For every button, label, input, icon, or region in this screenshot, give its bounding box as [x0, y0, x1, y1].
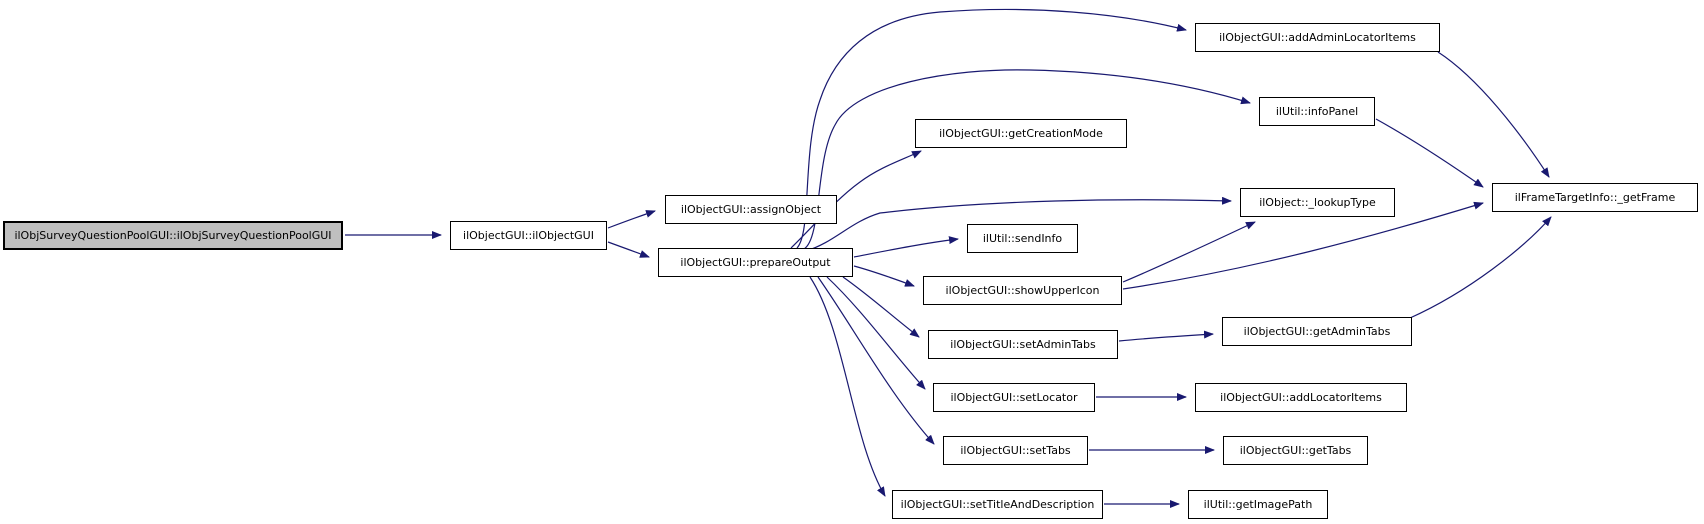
edge-ilObjectGUI-assignObject — [607, 210, 656, 229]
node-ilObjSurveyQuestionPoolGUI-constructor[interactable]: ilObjSurveyQuestionPoolGUI::ilObjSurveyQ… — [3, 221, 343, 250]
edge-getAdminTabs-getFrame — [1409, 216, 1552, 319]
edge-prepareOutput-setTabs — [817, 276, 935, 445]
node-sendInfo[interactable]: ilUtil::sendInfo — [967, 224, 1078, 253]
node-addAdminLocatorItems[interactable]: ilObjectGUI::addAdminLocatorItems — [1195, 23, 1440, 52]
node-setTabs[interactable]: ilObjectGUI::setTabs — [943, 436, 1088, 465]
edge-prepareOutput-setLocator — [826, 276, 926, 390]
node-addLocatorItems[interactable]: ilObjectGUI::addLocatorItems — [1195, 383, 1407, 412]
node-assignObject[interactable]: ilObjectGUI::assignObject — [665, 195, 837, 224]
node-prepareOutput[interactable]: ilObjectGUI::prepareOutput — [658, 248, 853, 277]
node-lookupType[interactable]: ilObject::_lookupType — [1240, 188, 1395, 217]
edge-addAdminLocatorItems-getFrame — [1437, 51, 1550, 178]
edge-prepareOutput-showUpperIcon — [853, 265, 915, 287]
edge-prepareOutput-lookupType — [805, 196, 1232, 252]
edge-setAdminTabs-getAdminTabs — [1118, 330, 1214, 342]
node-ilObjectGUI-constructor[interactable]: ilObjectGUI::ilObjectGUI — [450, 221, 607, 250]
edge-showUpperIcon-getFrame — [1122, 201, 1484, 290]
edge-showUpperIcon-lookupType — [1122, 221, 1256, 283]
node-setTitleAndDescription[interactable]: ilObjectGUI::setTitleAndDescription — [892, 490, 1103, 519]
edge-prepareOutput-getCreationMode — [790, 150, 922, 249]
node-getAdminTabs[interactable]: ilObjectGUI::getAdminTabs — [1222, 317, 1412, 346]
node-getImagePath[interactable]: ilUtil::getImagePath — [1188, 490, 1328, 519]
node-getFrame[interactable]: ilFrameTargetInfo::_getFrame — [1492, 183, 1698, 212]
node-setLocator[interactable]: ilObjectGUI::setLocator — [933, 383, 1095, 412]
edge-infoPanel-getFrame — [1375, 118, 1484, 188]
node-setAdminTabs[interactable]: ilObjectGUI::setAdminTabs — [928, 330, 1118, 359]
edge-prepareOutput-setTitleAndDescription — [809, 276, 886, 497]
edge-prepareOutput-setAdminTabs — [842, 276, 920, 338]
node-getTabs[interactable]: ilObjectGUI::getTabs — [1223, 436, 1368, 465]
node-showUpperIcon[interactable]: ilObjectGUI::showUpperIcon — [923, 276, 1122, 305]
edge-prepareOutput-addAdminLocatorItems — [796, 8, 1187, 249]
node-getCreationMode[interactable]: ilObjectGUI::getCreationMode — [915, 119, 1127, 148]
edge-prepareOutput-infoPanel — [803, 69, 1251, 250]
edge-prepareOutput-sendInfo — [853, 236, 959, 258]
edge-ilObjectGUI-prepareOutput — [607, 241, 650, 258]
node-infoPanel[interactable]: ilUtil::infoPanel — [1259, 97, 1375, 126]
